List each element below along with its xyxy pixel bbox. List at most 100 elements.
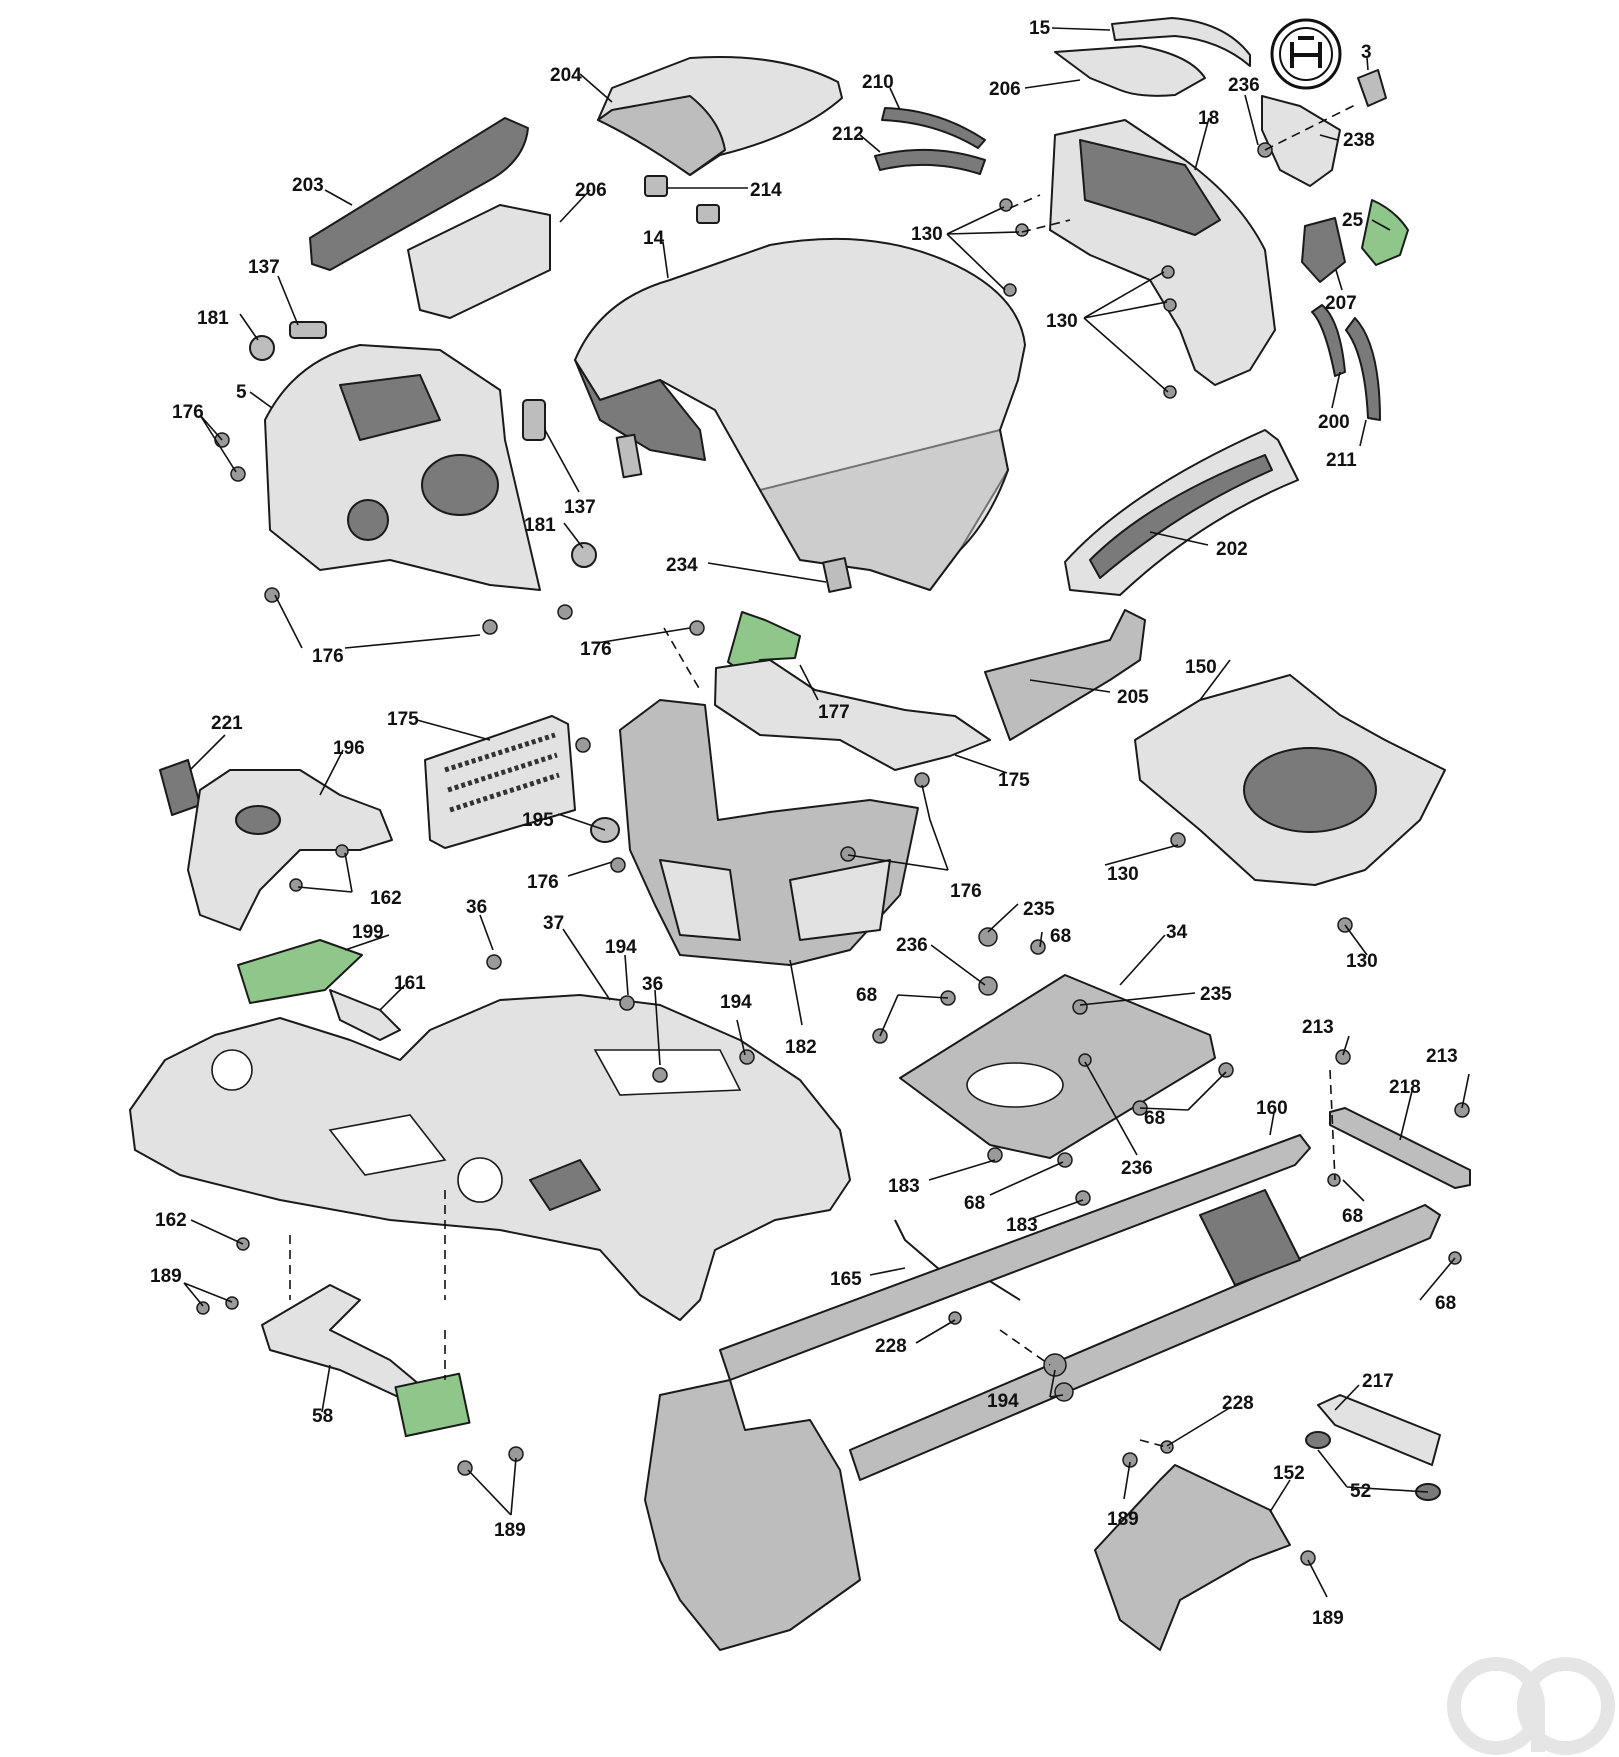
- part-chassis-front-plate: [644, 1379, 861, 1651]
- part-trim-strip: [1111, 17, 1251, 67]
- part-upper-bracket: [1054, 45, 1206, 97]
- part-label: 202: [1216, 539, 1248, 560]
- part-side-grille-right: [1345, 317, 1381, 421]
- part-label: 189: [494, 1520, 526, 1541]
- part-dash-bracket-green: [727, 611, 801, 677]
- part-clip-a: [644, 175, 668, 197]
- part-label: 221: [211, 713, 243, 734]
- part-label: 52: [1350, 1481, 1371, 1502]
- part-label: 25: [1342, 210, 1364, 231]
- part-label: 176: [172, 402, 204, 423]
- part-label: 213: [1302, 1017, 1334, 1038]
- part-label: 235: [1200, 984, 1232, 1005]
- part-label: 152: [1273, 1463, 1305, 1484]
- part-label: 68: [1342, 1206, 1363, 1227]
- part-label: 160: [1256, 1098, 1288, 1119]
- part-grille-strip-lower: [874, 148, 986, 175]
- part-label: 204: [550, 65, 582, 86]
- ap-watermark: [1447, 1657, 1615, 1755]
- part-labels: 15 3 204 206 210 212 236 18 238 203 206 …: [150, 18, 1458, 1629]
- part-label: 137: [248, 257, 280, 278]
- part-grommet-52a: [1305, 1431, 1331, 1449]
- part-pad-upper: [615, 433, 643, 479]
- part-hood-clip-left: [289, 321, 327, 339]
- part-pad-lower: [822, 557, 852, 593]
- part-label: 34: [1166, 922, 1188, 943]
- part-label: 214: [750, 180, 782, 201]
- part-label: 207: [1325, 293, 1357, 314]
- part-label: 194: [720, 992, 752, 1013]
- part-access-plate: [1317, 1394, 1441, 1466]
- part-label: 189: [1107, 1509, 1139, 1530]
- part-label: 162: [370, 888, 402, 909]
- part-side-trim: [1261, 95, 1341, 187]
- part-label: 68: [1144, 1108, 1165, 1129]
- part-label: 36: [642, 974, 663, 995]
- part-label: 199: [352, 922, 384, 943]
- part-label: 68: [1050, 926, 1071, 947]
- part-grille-rail: [309, 117, 529, 271]
- part-label: 196: [333, 738, 365, 759]
- part-rear-bar: [1329, 1107, 1471, 1189]
- part-label: 200: [1318, 412, 1350, 433]
- part-label: 235: [1023, 899, 1055, 920]
- part-label: 189: [1312, 1608, 1344, 1629]
- part-label: 162: [155, 1210, 187, 1231]
- part-label: 206: [989, 79, 1021, 100]
- part-label: 5: [236, 382, 247, 403]
- part-label: 213: [1426, 1046, 1458, 1067]
- part-label: 68: [964, 1193, 985, 1214]
- part-label: 175: [998, 770, 1030, 791]
- part-label: 206: [575, 180, 607, 201]
- part-label: 68: [856, 985, 877, 1006]
- part-label: 195: [522, 810, 554, 831]
- part-label: 228: [1222, 1393, 1254, 1414]
- part-label: 218: [1389, 1077, 1421, 1098]
- part-chassis-rail-right: [849, 1204, 1441, 1481]
- part-skid-shield: [1094, 1464, 1291, 1651]
- part-label: 205: [1117, 687, 1149, 708]
- part-label: 211: [1326, 450, 1357, 471]
- part-label: 37: [543, 913, 564, 934]
- leader-lines: [183, 27, 1470, 1598]
- part-label: 183: [1006, 1215, 1038, 1236]
- part-label: 150: [1185, 657, 1217, 678]
- part-label: 3: [1361, 42, 1372, 63]
- assembly-center-lines: [289, 104, 1356, 1449]
- part-label: 177: [818, 702, 850, 723]
- part-label: 212: [832, 124, 864, 145]
- part-label: 165: [830, 1269, 862, 1290]
- part-clip-b: [696, 204, 720, 224]
- part-label: 176: [950, 881, 982, 902]
- part-label: 210: [862, 72, 894, 93]
- part-label: 183: [888, 1176, 920, 1197]
- part-label: 14: [643, 228, 665, 249]
- part-label: 130: [1346, 951, 1378, 972]
- part-mount-plate-green: [394, 1372, 471, 1438]
- part-label: 18: [1198, 108, 1219, 129]
- part-side-grille-left: [1311, 304, 1346, 377]
- part-mount-bracket: [261, 1284, 421, 1401]
- part-grommet-lower: [571, 542, 597, 568]
- part-label: 176: [527, 872, 559, 893]
- part-label: 130: [911, 224, 943, 245]
- part-label: 58: [312, 1406, 333, 1427]
- part-label: 234: [666, 555, 698, 576]
- part-badge: [1357, 69, 1387, 107]
- part-label: 176: [580, 639, 612, 660]
- part-handle-grip: [159, 759, 201, 816]
- part-side-panel: [984, 609, 1146, 741]
- part-label: 236: [1228, 75, 1260, 96]
- part-dash-bracket: [407, 204, 551, 319]
- part-chassis-rail-left: [719, 1134, 1311, 1381]
- part-hinge: [329, 989, 401, 1041]
- part-label: 236: [896, 935, 928, 956]
- part-grille-strip-upper: [881, 107, 986, 149]
- part-mounting-plate: [899, 974, 1216, 1159]
- part-label: 217: [1362, 1371, 1394, 1392]
- part-label: 238: [1343, 130, 1375, 151]
- part-label: 68: [1435, 1293, 1456, 1314]
- part-label: 137: [564, 497, 596, 518]
- part-support-bracket: [714, 659, 991, 771]
